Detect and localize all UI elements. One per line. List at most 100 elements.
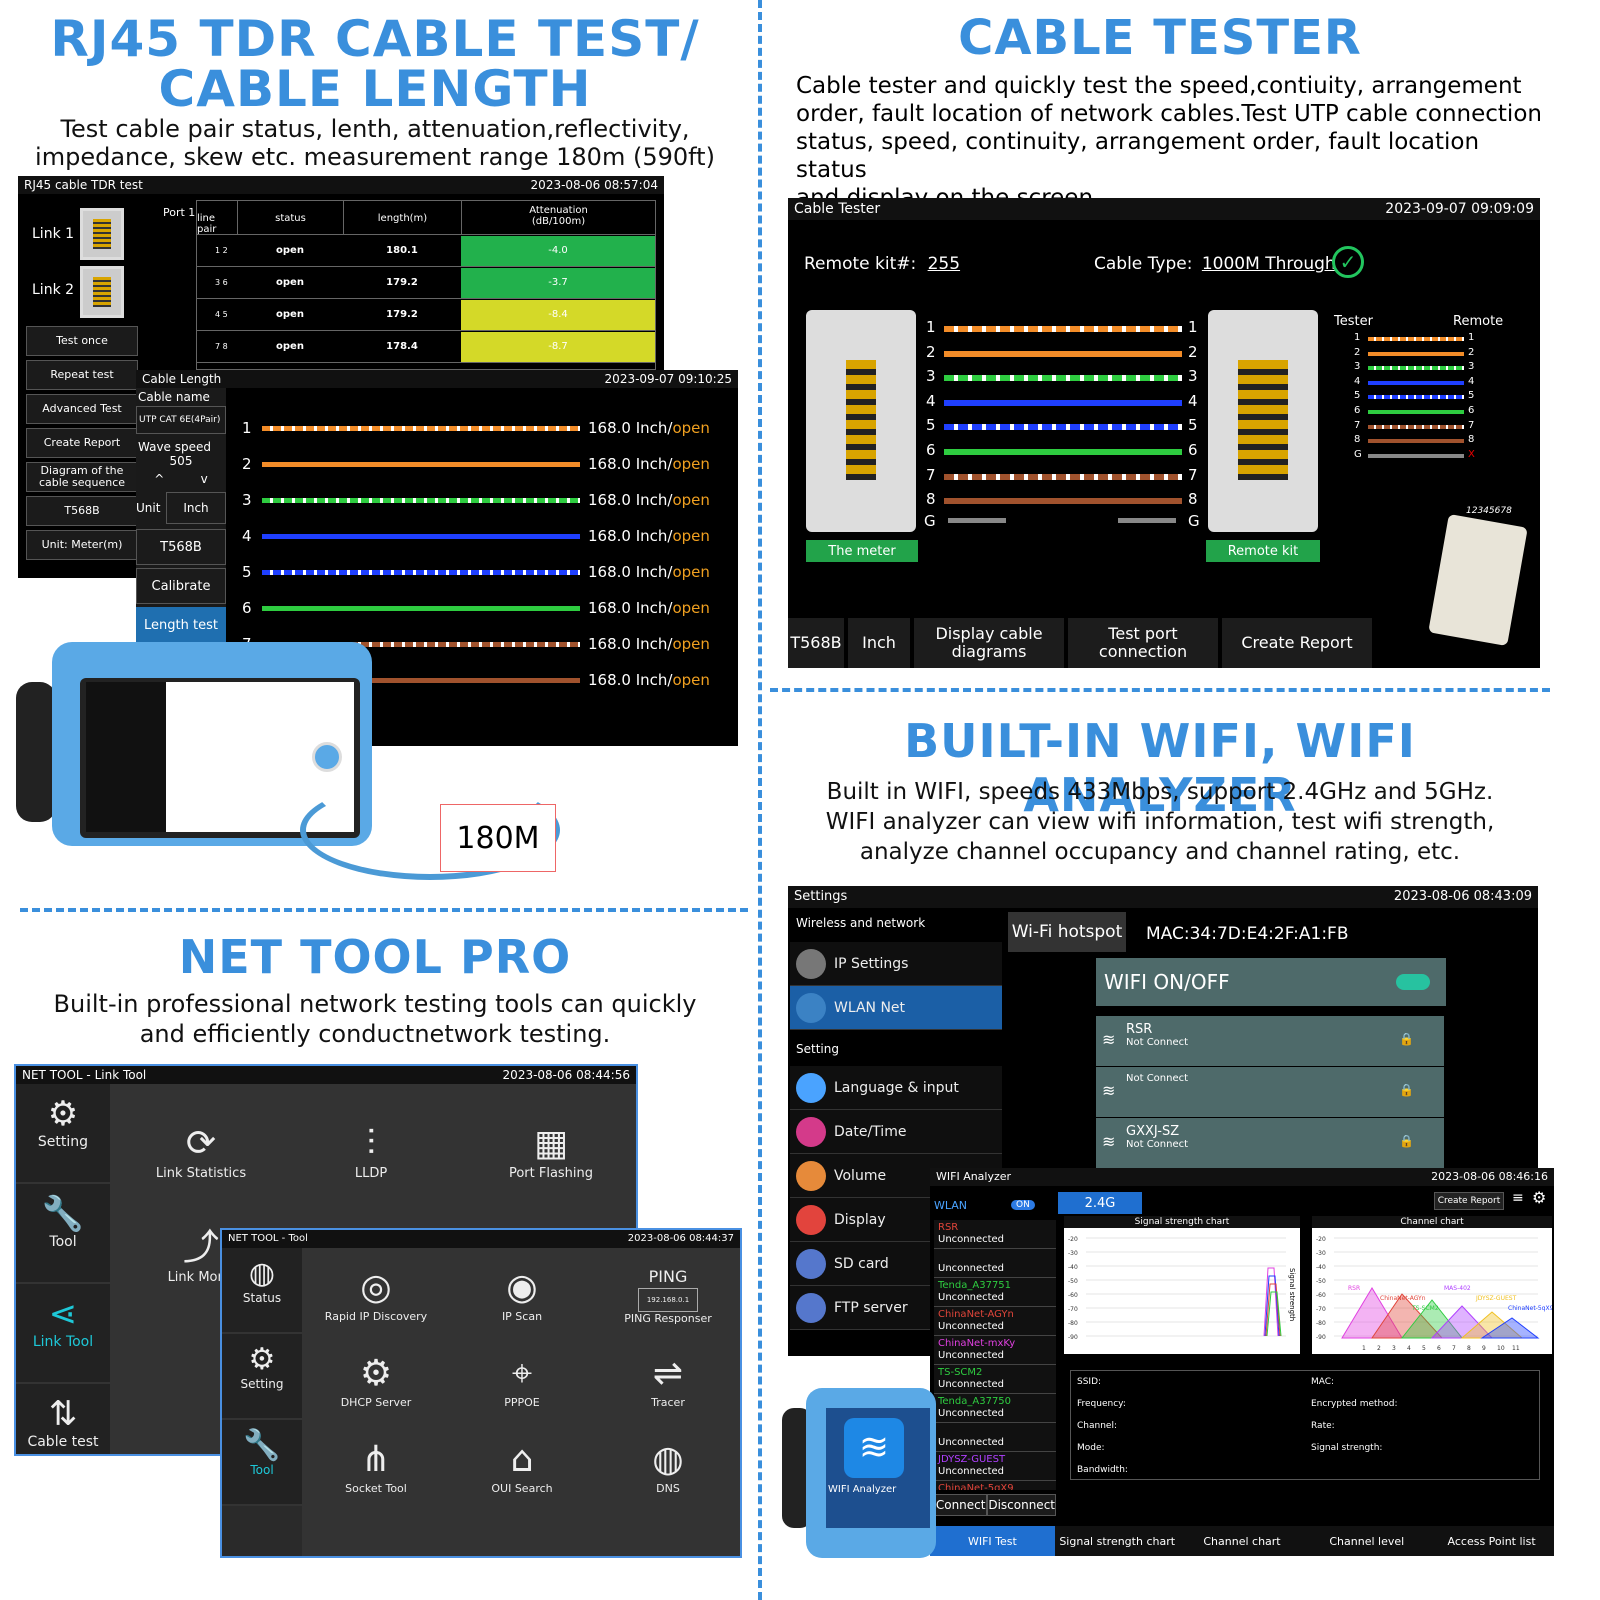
- filter-icon[interactable]: ≡: [1512, 1190, 1524, 1206]
- length-menu-button[interactable]: Calibrate: [136, 568, 226, 604]
- net-tool-tile[interactable]: ⇌Tracer: [608, 1352, 728, 1409]
- y-tick: -50: [1316, 1278, 1326, 1285]
- net-tool-side-item[interactable]: ◍Status: [222, 1248, 302, 1334]
- unit-button[interactable]: Inch: [166, 492, 226, 524]
- net-tool-tile[interactable]: ▦Port Flashing: [496, 1122, 606, 1181]
- cable-name-value[interactable]: UTP CAT 6E(4Pair): [136, 406, 226, 434]
- net-tool-tile[interactable]: ⌖PPPOE: [462, 1352, 582, 1409]
- net-tool-side-item[interactable]: 🔧Tool: [16, 1184, 110, 1284]
- net-tool-side-item[interactable]: ⋖Link Tool: [16, 1284, 110, 1384]
- tdr-menu-button[interactable]: T568B: [26, 496, 138, 526]
- connect-button[interactable]: Connect: [934, 1494, 988, 1516]
- settings-item[interactable]: Language & input: [790, 1066, 1002, 1110]
- net-tool-tile[interactable]: ⋔Socket Tool: [316, 1438, 436, 1495]
- chart-title: Channel chart: [1312, 1216, 1552, 1228]
- disconnect-button[interactable]: Disconnect: [987, 1494, 1056, 1516]
- x-tick: 1: [1362, 1345, 1366, 1352]
- analyzer-tab[interactable]: Channel level: [1304, 1526, 1430, 1556]
- tdr-menu-button[interactable]: Advanced Test: [26, 394, 138, 424]
- channel-curve: [1480, 1317, 1540, 1339]
- length-badge: 180M: [440, 804, 556, 872]
- analyzer-tab[interactable]: WIFI Test: [930, 1526, 1055, 1556]
- analyzer-tab[interactable]: Channel chart: [1179, 1526, 1305, 1556]
- net-tool-tile[interactable]: ⟳Link Statistics: [146, 1122, 256, 1181]
- band-tab[interactable]: 2.4G: [1058, 1192, 1142, 1214]
- gear-icon[interactable]: ⚙: [1532, 1188, 1547, 1207]
- y-tick: -40: [1316, 1264, 1326, 1271]
- tester-button[interactable]: Inch: [848, 618, 910, 668]
- x-tick: 9: [1482, 1345, 1486, 1352]
- wifi-hotspot-tab[interactable]: Wi-Fi hotspot: [1008, 912, 1126, 952]
- wlan-toggle[interactable]: ON: [1011, 1200, 1035, 1210]
- side-icon: ◍: [248, 1256, 276, 1291]
- screen-title: RJ45 cable TDR test: [24, 178, 143, 192]
- net-tool-tile[interactable]: ⫶LLDP: [316, 1122, 426, 1181]
- settings-item[interactable]: IP Settings: [790, 942, 1002, 986]
- link2-label: Link 2: [32, 282, 75, 298]
- settings-item[interactable]: Date/Time: [790, 1110, 1002, 1154]
- wifi-switch[interactable]: [1396, 974, 1430, 990]
- y-tick: -70: [1316, 1306, 1326, 1313]
- tester-button[interactable]: T568B: [788, 618, 844, 668]
- wifi-toggle-row[interactable]: WIFI ON/OFF: [1096, 958, 1446, 1006]
- net-tool-tile[interactable]: ⚙DHCP Server: [316, 1352, 436, 1409]
- network-item[interactable]: Unconnected: [934, 1423, 1056, 1452]
- attenuation-cell: -4.0: [461, 235, 655, 266]
- settings-item[interactable]: WLAN Net: [790, 986, 1002, 1030]
- length-menu-button[interactable]: Length test: [136, 607, 226, 643]
- net-tool-tile[interactable]: ⌂OUI Search: [462, 1438, 582, 1495]
- net-tool-side-item[interactable]: ⚙Setting: [16, 1084, 110, 1184]
- wire-status: open: [672, 599, 710, 617]
- net-tool-side-item[interactable]: ⚙Setting: [222, 1334, 302, 1420]
- net-tool-tile[interactable]: ◍DNS: [608, 1438, 728, 1495]
- net-tool-side-item[interactable]: ⇅Cable test: [16, 1384, 110, 1454]
- tdr-menu-button[interactable]: Test once: [26, 326, 138, 356]
- analyzer-tab[interactable]: Access Point list: [1429, 1526, 1554, 1556]
- attenuation-cell: -8.4: [461, 299, 655, 330]
- pin-label: 1: [926, 318, 936, 336]
- tester-button[interactable]: Create Report: [1222, 618, 1372, 668]
- settings-item-label: Volume: [834, 1167, 887, 1184]
- net-tool-tile[interactable]: ◉IP Scan: [462, 1266, 582, 1323]
- x-tick: 11: [1512, 1345, 1520, 1352]
- clock: 2023-09-07 09:09:09: [1385, 201, 1534, 217]
- tdr-menu-button[interactable]: Diagram of the cable sequence: [26, 462, 138, 492]
- tdr-menu-button[interactable]: Repeat test: [26, 360, 138, 390]
- tester-button[interactable]: Test port connection: [1068, 618, 1218, 668]
- increase-button[interactable]: ^: [154, 472, 165, 486]
- mini-pin-label: 7: [1354, 419, 1361, 431]
- tester-button[interactable]: Display cable diagrams: [914, 618, 1064, 668]
- network-item[interactable]: Unconnected: [934, 1249, 1056, 1278]
- analyzer-tab[interactable]: Signal strength chart: [1054, 1526, 1180, 1556]
- net-tool-tile[interactable]: ⤴Link Monit: [146, 1226, 256, 1285]
- settings-item[interactable]: SD card: [790, 1242, 1002, 1286]
- tdr-menu-button[interactable]: Create Report: [26, 428, 138, 458]
- side-label: Tool: [250, 1463, 274, 1477]
- network-item[interactable]: ChinaNet-5qX9: [934, 1481, 1056, 1490]
- net-tool-side-item[interactable]: 🔧Tool: [222, 1420, 302, 1506]
- length-menu-button[interactable]: T568B: [136, 529, 226, 565]
- decrease-button[interactable]: v: [200, 472, 208, 486]
- access-point-item[interactable]: Not Connect≋🔒: [1096, 1067, 1444, 1117]
- create-report-button[interactable]: Create Report: [1434, 1192, 1504, 1210]
- wifi-signal-icon: ≋: [1102, 1081, 1116, 1100]
- tile-label: Rapid IP Discovery: [324, 1310, 428, 1323]
- x-tick: 8: [1467, 1345, 1471, 1352]
- tdr-menu-button[interactable]: Unit: Meter(m): [26, 530, 138, 560]
- mini-pin-label: 8: [1354, 434, 1361, 446]
- settings-item-label: SD card: [834, 1255, 889, 1272]
- net-tool-tile[interactable]: ◎Rapid IP Discovery: [316, 1266, 436, 1323]
